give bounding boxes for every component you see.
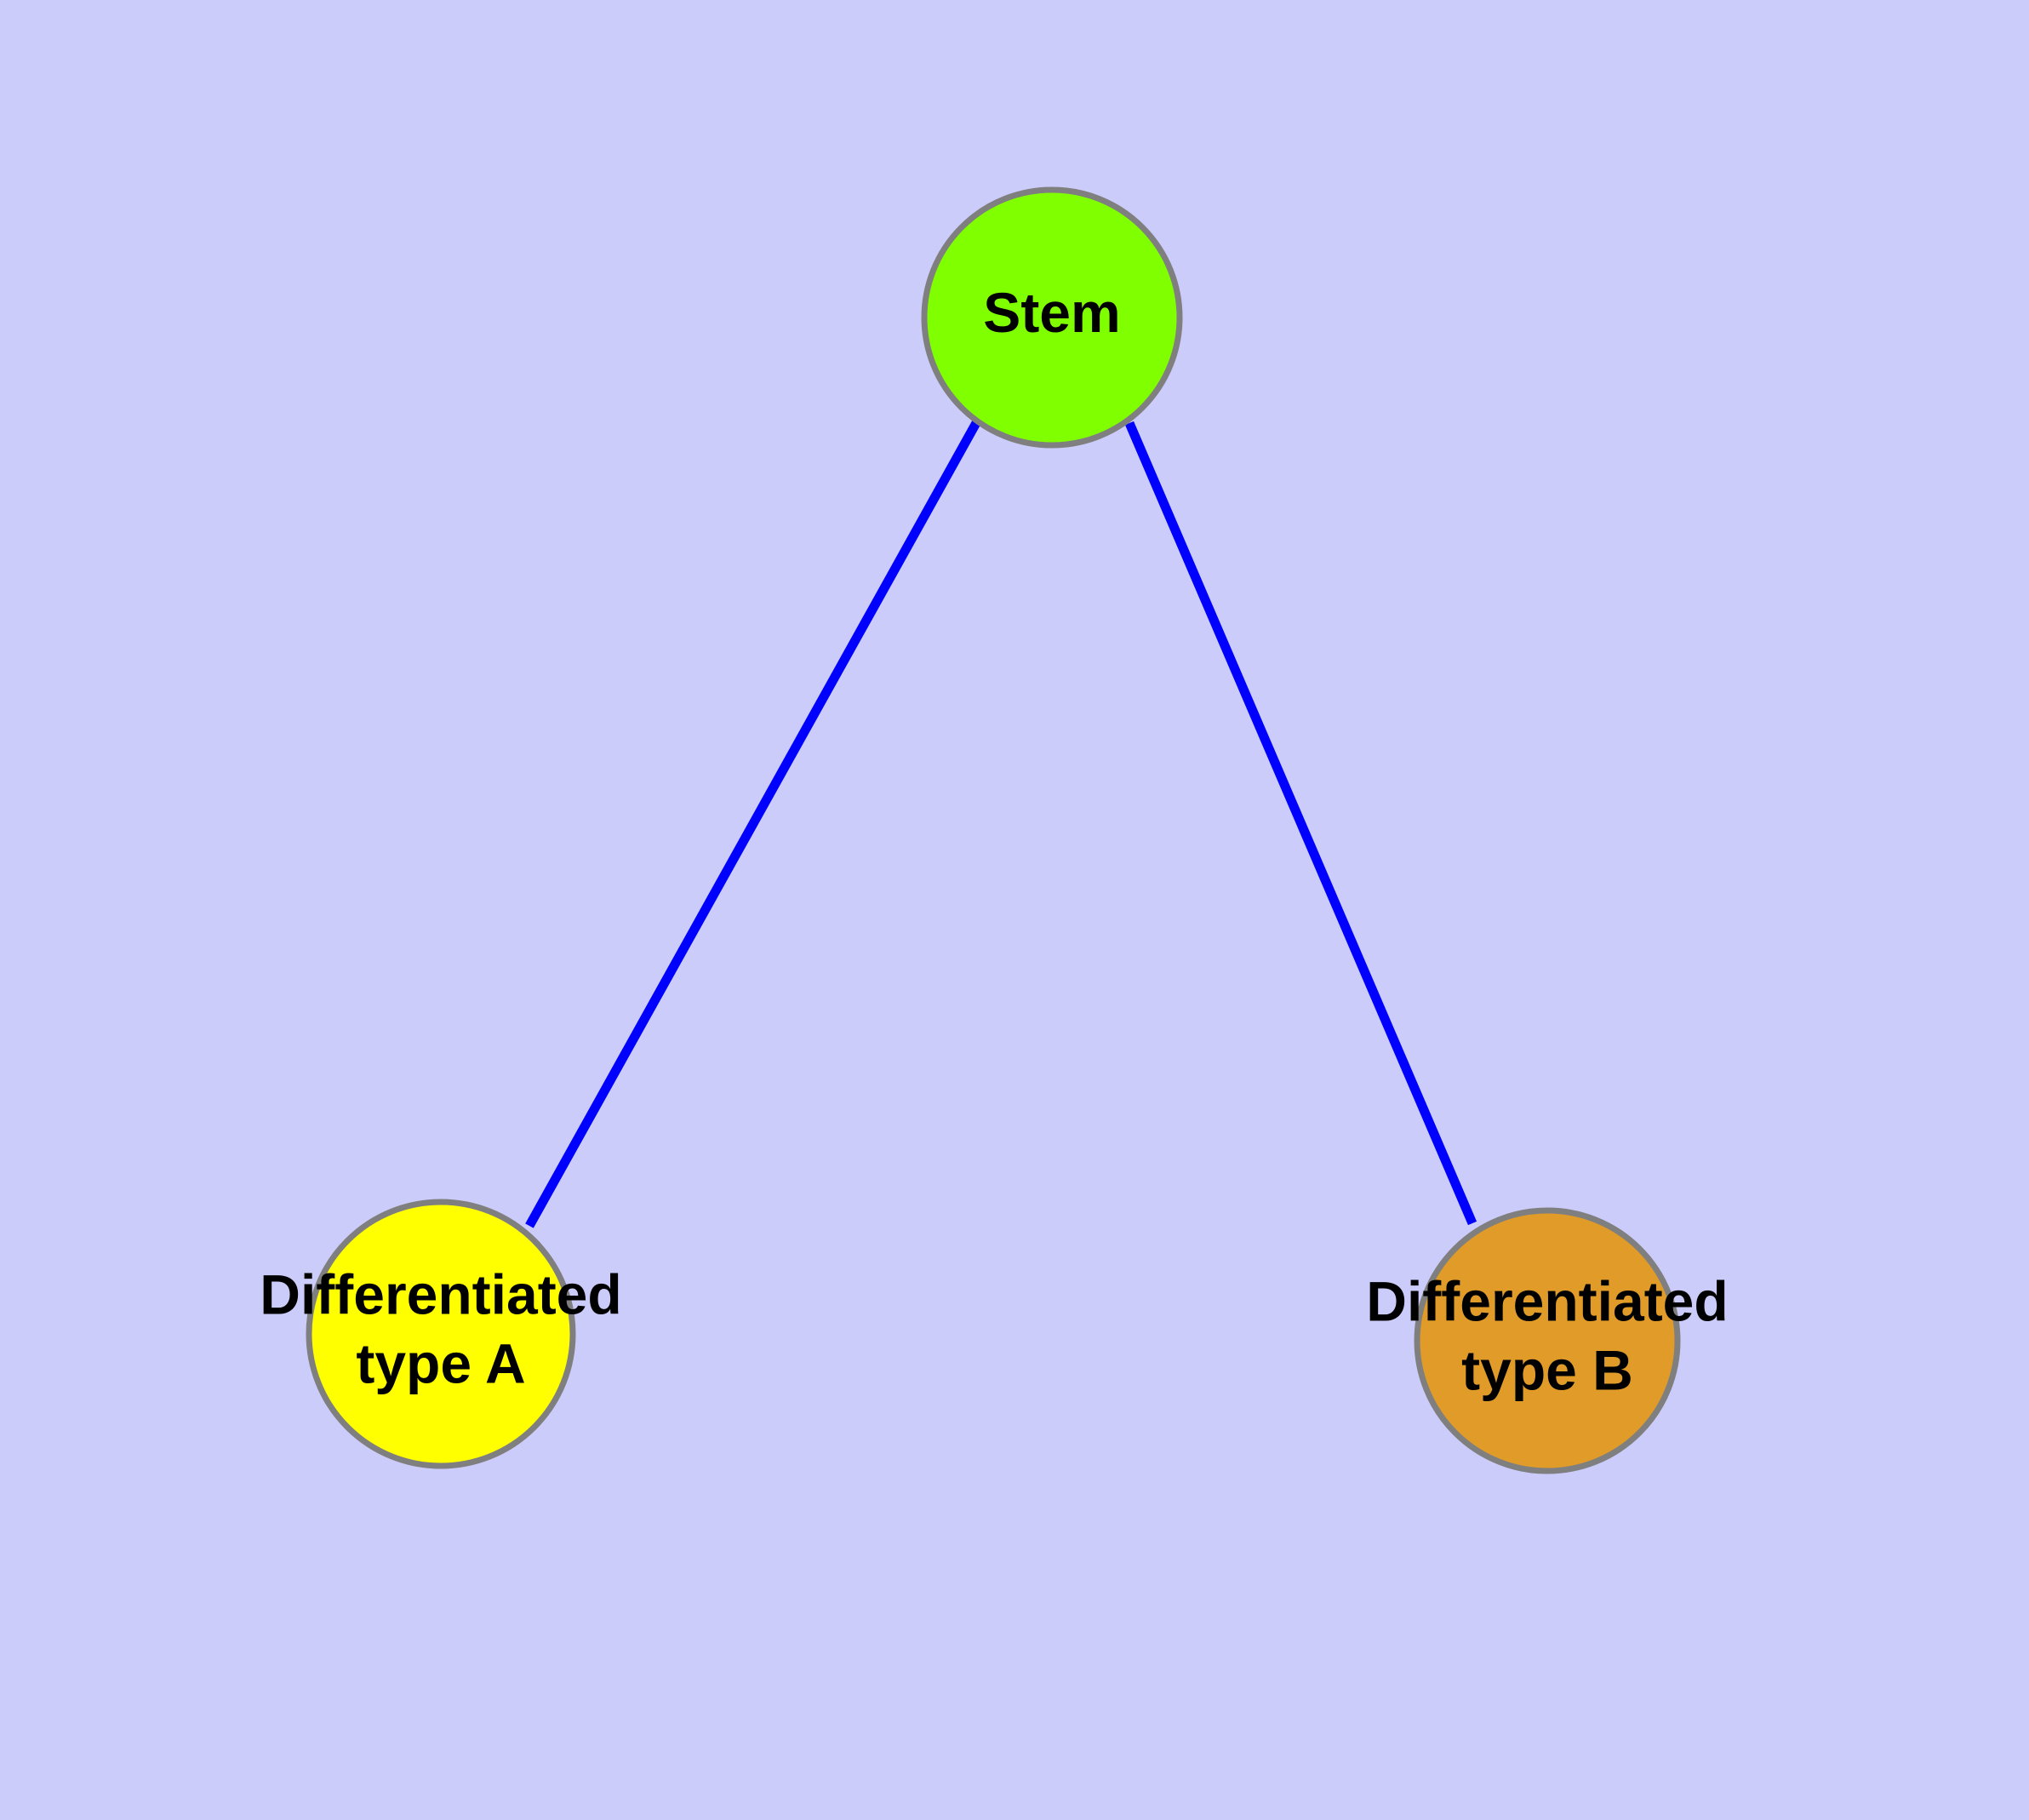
edge-stem-to-diff-b <box>1124 421 1477 1226</box>
edge-stem-to-diff-a <box>525 419 981 1228</box>
node-differentiated-type-b-circle[interactable] <box>1414 1207 1681 1474</box>
node-stem[interactable]: Stem <box>921 186 1183 449</box>
node-stem-label: Stem <box>983 281 1120 344</box>
edge-layer <box>525 419 1477 1228</box>
node-differentiated-type-a-circle[interactable] <box>306 1199 576 1469</box>
node-stem-circle[interactable] <box>921 186 1183 449</box>
